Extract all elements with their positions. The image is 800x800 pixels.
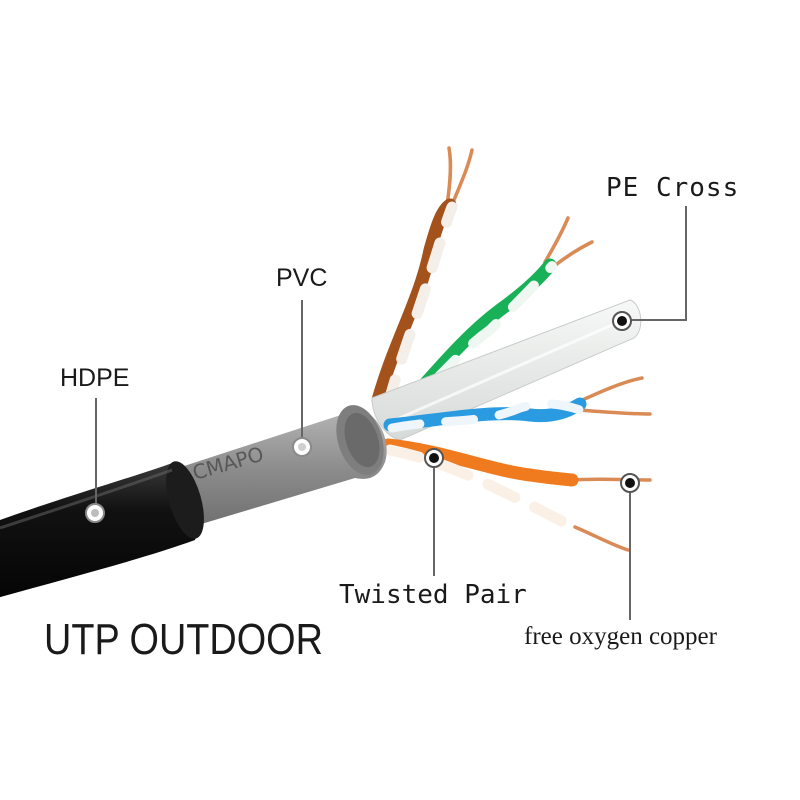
marker-dots: [85, 311, 640, 523]
pvc-label: PVC: [276, 264, 328, 292]
diagram-title: UTP OUTDOOR: [44, 615, 323, 664]
pe-cross-marker: [612, 311, 632, 331]
copper-marker: [620, 473, 640, 493]
pvc-marker: [292, 437, 312, 457]
hdpe-marker: [85, 503, 105, 523]
twisted-pair-label: Twisted Pair: [339, 580, 527, 610]
hdpe-jacket: [0, 461, 204, 598]
twisted-pair-marker: [424, 448, 444, 468]
pvc-jacket: CMAPO: [178, 405, 387, 528]
brown-pair: [371, 198, 458, 411]
pe-cross-label: PE Cross: [606, 173, 740, 203]
hdpe-label: HDPE: [60, 364, 130, 392]
orange-pair: [381, 438, 582, 534]
blue-pair: [383, 397, 587, 433]
leader-lines: [95, 206, 687, 620]
copper-label: free oxygen copper: [524, 623, 717, 650]
